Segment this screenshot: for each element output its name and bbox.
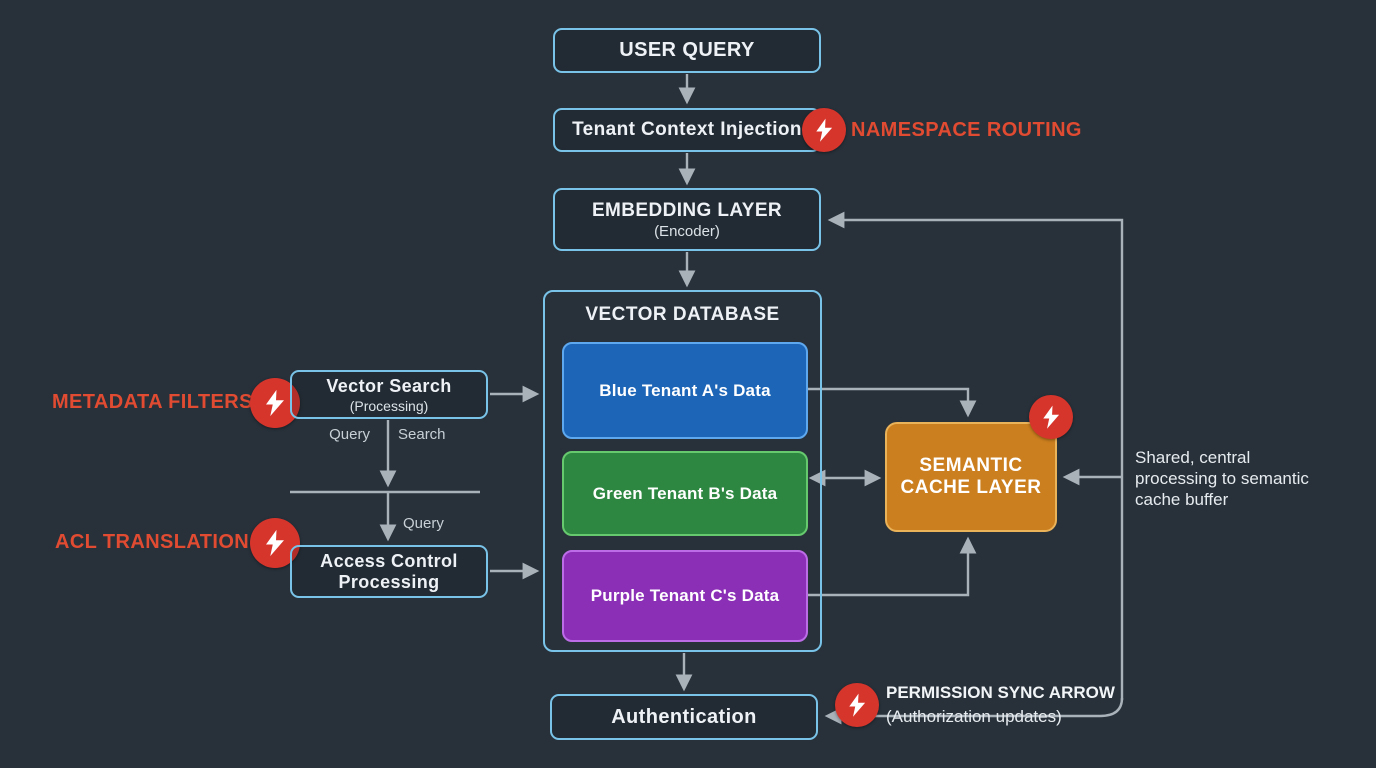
semantic-cache-line2: CACHE LAYER [900, 477, 1042, 498]
vector-search-box: Vector Search (Processing) [290, 370, 488, 419]
acl-translation-label: ACL TRANSLATION [55, 531, 250, 553]
permission-sync-subtitle: (Authorization updates) [886, 707, 1062, 726]
arrow-tenantC-to-cache [807, 536, 977, 597]
lightning-icon [266, 529, 284, 557]
access-control-line1: Access Control [320, 550, 458, 571]
permission-sync-badge [835, 683, 879, 727]
tenant-b-data-box: Green Tenant B's Data [562, 451, 808, 536]
namespace-routing-badge [802, 108, 846, 152]
tenant-c-data-box: Purple Tenant C's Data [562, 550, 808, 642]
embedding-layer-box: EMBEDDING LAYER (Encoder) [553, 188, 821, 251]
vector-search-subtitle: (Processing) [349, 397, 429, 414]
authentication-label: Authentication [611, 705, 757, 728]
namespace-routing-label: NAMESPACE ROUTING [851, 119, 1082, 141]
embedding-layer-subtitle: (Encoder) [654, 222, 720, 240]
authentication-box: Authentication [550, 694, 818, 740]
tenant-a-data-box: Blue Tenant A's Data [562, 342, 808, 439]
arrow-feedback-to-embedding [827, 211, 1124, 700]
lightning-icon [1043, 405, 1059, 429]
query-top-label: Query [329, 426, 370, 443]
cache-note-text: Shared, central processing to semantic c… [1135, 448, 1309, 510]
lightning-icon [266, 389, 284, 417]
vector-search-title: Vector Search [326, 375, 452, 396]
user-query-label: USER QUERY [619, 39, 755, 61]
lightning-icon [816, 118, 832, 142]
tenant-context-label: Tenant Context Injection [572, 119, 802, 140]
lightning-icon [849, 693, 865, 717]
vector-database-title: VECTOR DATABASE [585, 304, 780, 325]
access-control-line2: Processing [338, 571, 440, 592]
arrow-tenantA-to-cache [807, 387, 977, 418]
tenant-context-box: Tenant Context Injection [553, 108, 821, 152]
query-bottom-label: Query [403, 515, 444, 532]
vector-database-container: VECTOR DATABASE Blue Tenant A's Data Gre… [543, 290, 822, 652]
user-query-box: USER QUERY [553, 28, 821, 73]
semantic-cache-box: SEMANTIC CACHE LAYER [885, 422, 1057, 532]
metadata-filters-label: METADATA FILTERS [52, 391, 253, 413]
embedding-layer-title: EMBEDDING LAYER [591, 199, 783, 221]
arrow-permissionsync-to-auth [824, 697, 1124, 725]
semantic-cache-badge [1029, 395, 1073, 439]
search-label: Search [398, 426, 446, 443]
semantic-cache-line1: SEMANTIC [919, 455, 1023, 476]
permission-sync-title: PERMISSION SYNC ARROW [886, 683, 1115, 702]
access-control-box: Access Control Processing [290, 545, 488, 598]
